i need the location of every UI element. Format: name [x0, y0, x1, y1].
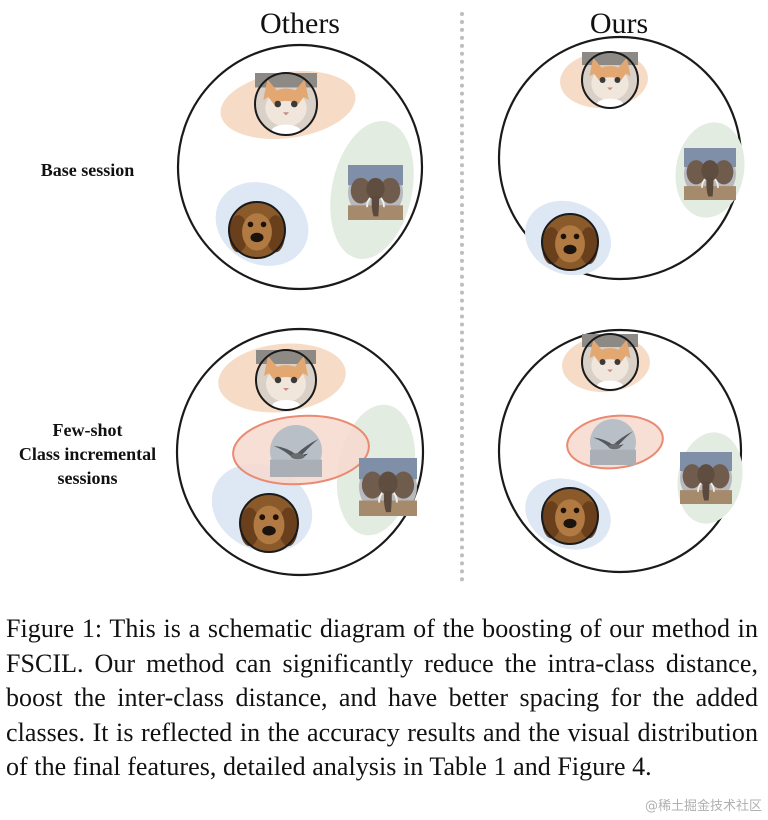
elephant-icon — [684, 148, 736, 200]
row-label-base-session: Base session — [40, 160, 135, 180]
panel-others-incremental — [175, 327, 425, 577]
panel-others-base — [176, 43, 424, 291]
column-title-ours: Ours — [589, 7, 649, 40]
bird-icon — [590, 419, 636, 465]
panel-ours-base — [497, 35, 745, 281]
panel-ours-incremental — [497, 328, 743, 574]
elephant-icon — [680, 452, 732, 504]
row-label-line-3: sessions — [57, 468, 118, 488]
column-title-others: Others — [260, 7, 340, 40]
cat-icon — [255, 349, 317, 411]
bird-icon — [270, 425, 322, 477]
elephant-icon — [348, 165, 403, 220]
row-label-incremental-sessions: Few-shot Class incremental sessions — [0, 418, 175, 490]
elephant-icon — [359, 458, 417, 516]
dog-icon — [239, 493, 299, 553]
dog-icon — [228, 201, 286, 259]
row-label-line-1: Few-shot — [52, 420, 123, 440]
dog-icon — [541, 213, 599, 271]
dog-icon — [541, 487, 599, 545]
cat-icon — [581, 51, 639, 109]
figure-caption: Figure 1: This is a schematic diagram of… — [6, 614, 758, 781]
watermark: @稀土掘金技术社区 — [644, 799, 762, 814]
schematic-diagram — [175, 35, 745, 577]
row-label-line-2: Class incremental — [18, 444, 157, 464]
column-divider — [460, 12, 464, 582]
cat-icon — [581, 333, 639, 391]
cat-icon — [254, 72, 318, 136]
